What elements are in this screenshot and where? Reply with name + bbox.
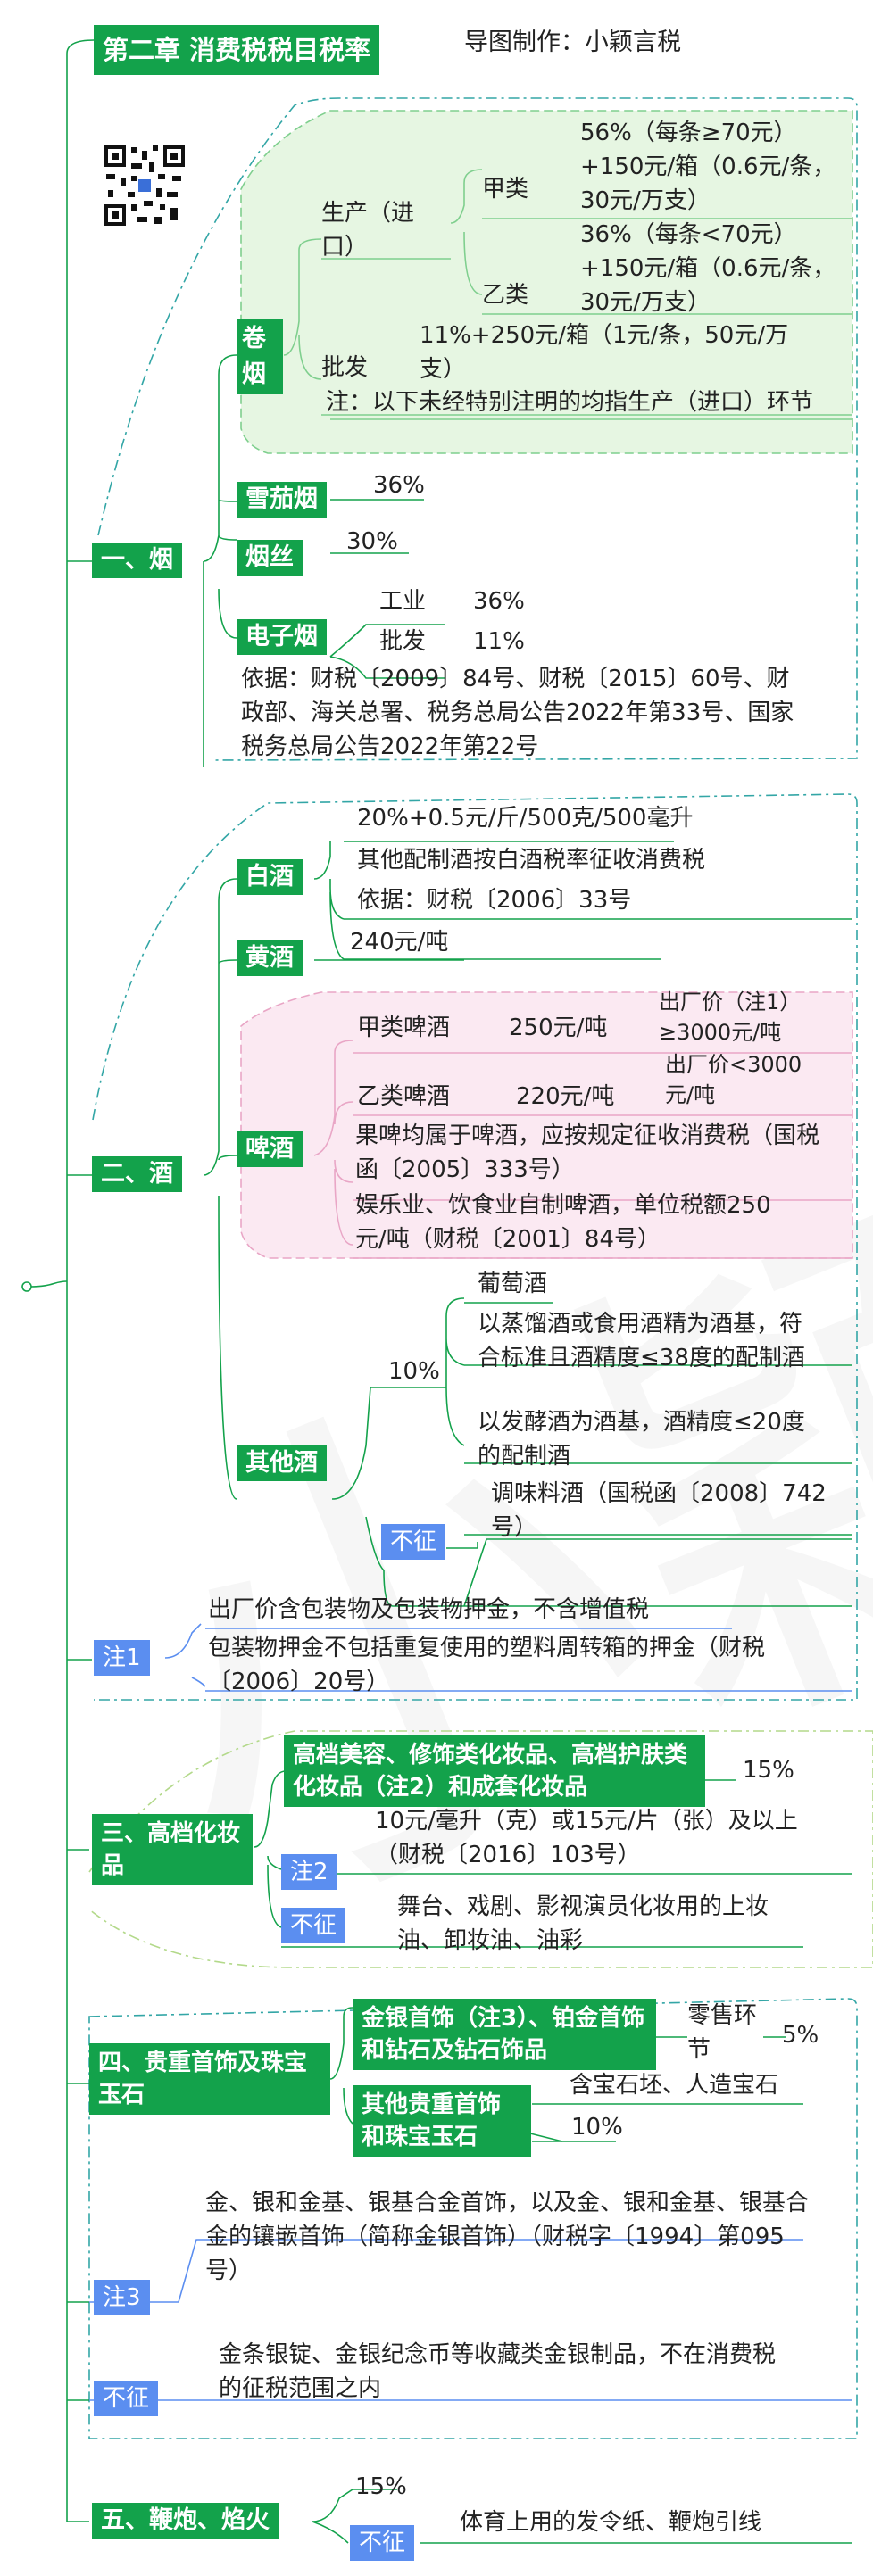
xuejia-rate: 36%: [373, 472, 425, 499]
yi-rate: 36%（每条<70元）+150元/箱（0.6元/条，30元/万支）: [580, 221, 836, 316]
note1-b: 包装物押金不包括重复使用的塑料周转箱的押金（财税〔2006〕20号）: [208, 1635, 766, 1695]
liquor-buzheng: 不征: [381, 1524, 446, 1560]
jewelry-jin-rate: 5%: [782, 2022, 819, 2049]
node-qitajiu: 其他酒: [237, 1445, 327, 1481]
jewelry-qita: 其他贵重首饰和珠宝玉石: [353, 2085, 531, 2157]
beer-jia: 甲类啤酒: [357, 1015, 451, 1041]
fireworks-rate: 15%: [355, 2473, 407, 2500]
note-production: 注：以下未经特别注明的均指生产（进口）环节: [326, 389, 814, 416]
node-juanyan: 卷烟: [237, 319, 283, 394]
cosmetics-buzheng-text: 舞台、戏剧、影视演员化妆用的上妆油、卸妆油、油彩: [397, 1893, 769, 1954]
node-jia: 甲类: [482, 176, 529, 203]
author-label: 导图制作：小颖言税: [464, 29, 681, 56]
beer-yule: 娱乐业、饮食业自制啤酒，单位税额250元/吨（财税〔2001〕84号）: [355, 1192, 771, 1253]
qitajiu-zhengliu: 以蒸馏酒或食用酒精为酒基，符合标准且酒精度≤38度的配制酒: [478, 1311, 805, 1371]
jewelry-buzheng-text: 金条银锭、金银纪念币等收藏类金银制品，不在消费税的征税范围之内: [219, 2341, 777, 2402]
node-huangjiu: 黄酒: [237, 940, 303, 976]
jewelry-buzheng: 不征: [94, 2381, 159, 2416]
jewelry-hanbao: 含宝石坯、人造宝石: [570, 2072, 779, 2099]
node-gongye: 工业: [379, 588, 427, 615]
beer-jia-rate: 250元/吨: [509, 1015, 608, 1041]
node-dianzi: 电子烟: [237, 619, 327, 655]
dz-pifa-rate: 11%: [473, 628, 525, 655]
baijiu-rate: 20%+0.5元/斤/500克/500毫升: [357, 805, 694, 832]
yansi-rate: 30%: [346, 528, 398, 555]
beer-yi: 乙类啤酒: [357, 1083, 451, 1110]
beer-yi-price: 出厂价<3000元/吨: [665, 1052, 802, 1107]
node-pijiu: 啤酒: [237, 1131, 303, 1167]
qitajiu-putao: 葡萄酒: [478, 1271, 548, 1297]
note2-tag: 注2: [281, 1854, 337, 1890]
note1-a: 出厂价含包装物及包装物押金，不含增值税: [208, 1596, 650, 1623]
huangjiu-rate: 240元/吨: [350, 929, 449, 956]
section-jewelry: 四、贵重首饰及珠宝玉石: [89, 2043, 330, 2115]
jewelry-lingshou: 零售环节: [687, 2002, 758, 2063]
note3-text: 金、银和金基、银基合金首饰，以及金、银和金基、银基合金的镶嵌首饰（简称金银首饰）…: [205, 2190, 810, 2284]
qitajiu-rate: 10%: [388, 1358, 440, 1385]
note3-tag: 注3: [94, 2280, 150, 2315]
qitajiu-fajiao: 以发酵酒为酒基，酒精度≤20度的配制酒: [478, 1409, 805, 1470]
pifa-rate: 11%+250元/箱（1元/条，50元/万支）: [420, 322, 789, 383]
note2-text: 10元/毫升（克）或15元/片（张）及以上（财税〔2016〕103号）: [375, 1808, 798, 1868]
node-yansi: 烟丝: [237, 540, 303, 576]
node-pifa: 批发: [321, 354, 369, 381]
basis-tobacco: 依据：财税〔2009〕84号、财税〔2015〕60号、财政部、海关总署、税务总局…: [241, 666, 794, 760]
beer-yi-rate: 220元/吨: [516, 1083, 615, 1110]
node-dz-pifa: 批发: [379, 628, 427, 655]
section-cosmetics: 三、高档化妆品: [92, 1814, 253, 1885]
page-title: 第二章 消费税税目税率: [94, 25, 380, 75]
beer-guopi: 果啤均属于啤酒，应按规定征收消费税（国税函〔2005〕333号）: [355, 1122, 820, 1183]
cosmetics-item: 高档美容、修饰类化妆品、高档护肤类化妆品（注2）和成套化妆品: [284, 1735, 705, 1807]
node-shengchan: 生产（进口）: [321, 200, 415, 261]
baijiu-other: 其他配制酒按白酒税率征收消费税: [357, 847, 706, 874]
baijiu-basis: 依据：财税〔2006〕33号: [357, 887, 632, 914]
node-xuejia: 雪茄烟: [237, 482, 327, 518]
cosmetics-buzheng: 不征: [281, 1908, 346, 1943]
liquor-tiaowei: 调味料酒（国税函〔2008〕742号）: [491, 1480, 827, 1541]
node-yi: 乙类: [482, 282, 529, 309]
note1-tag: 注1: [94, 1640, 150, 1676]
jia-rate: 56%（每条≥70元）+150元/箱（0.6元/条，30元/万支）: [580, 120, 836, 214]
jewelry-qita-rate: 10%: [571, 2114, 623, 2141]
beer-jia-price: 出厂价（注1）≥3000元/吨: [659, 990, 802, 1045]
jewelry-jin: 金银首饰（注3）、铂金首饰和钻石及钻石饰品: [353, 1999, 656, 2070]
gongye-rate: 36%: [473, 588, 525, 615]
section-tobacco: 一、烟: [92, 543, 182, 578]
fireworks-buzheng: 不征: [350, 2525, 415, 2561]
node-baijiu: 白酒: [237, 859, 303, 895]
section-liquor: 二、酒: [92, 1156, 182, 1192]
qr-code: [104, 145, 185, 226]
section-fireworks: 五、鞭炮、焰火: [92, 2503, 279, 2539]
cosmetics-rate: 15%: [743, 1757, 794, 1784]
fireworks-buzheng-text: 体育上用的发令纸、鞭炮引线: [460, 2509, 762, 2536]
